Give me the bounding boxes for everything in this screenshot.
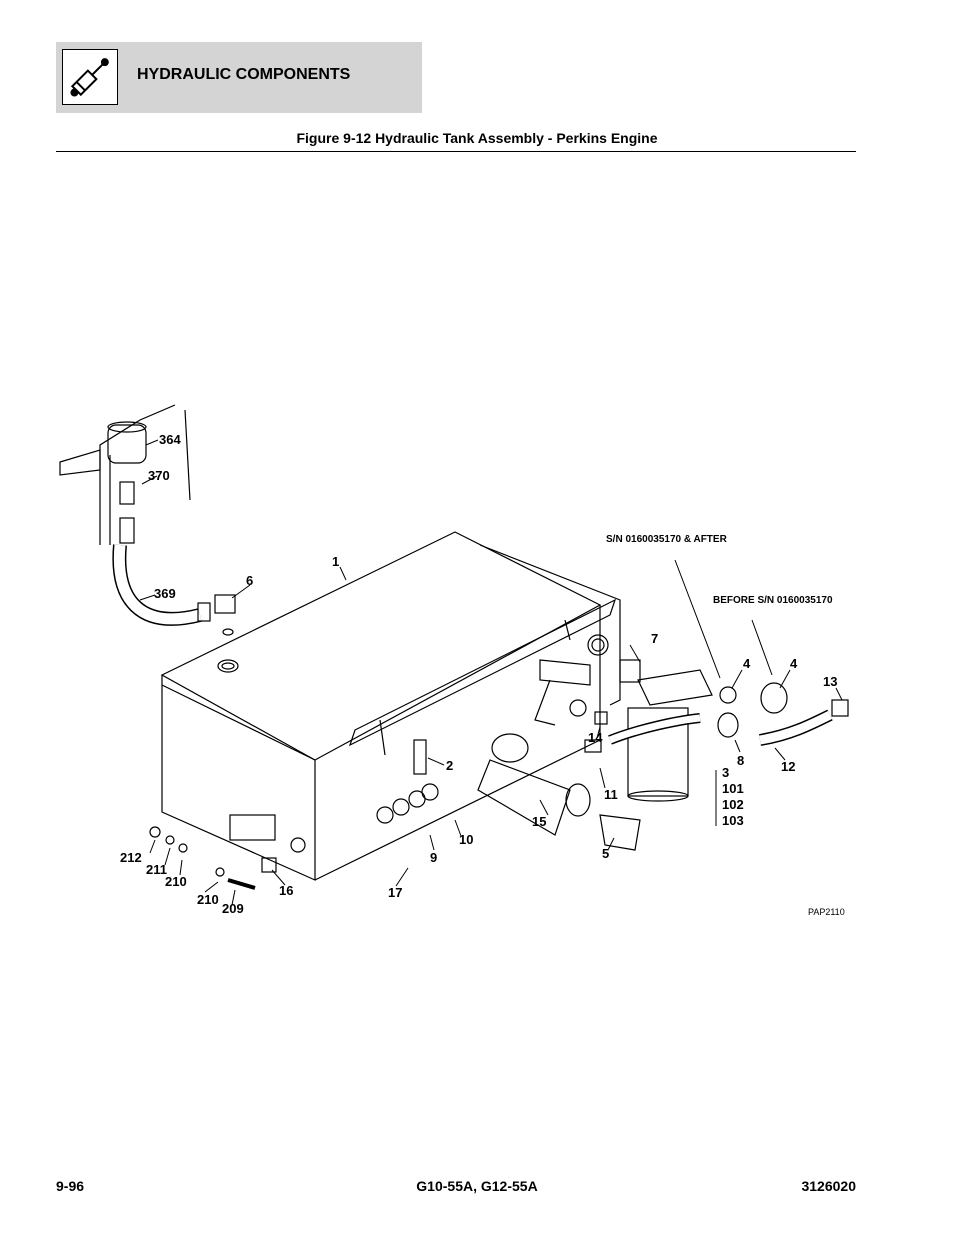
callout-label: 10 — [459, 832, 473, 847]
header-divider — [56, 151, 856, 152]
callout-label: 5 — [602, 846, 609, 861]
callout-labels: 364 370 369 6 1 2 7 4 4 13 14 11 8 12 3 … — [120, 432, 837, 916]
callout-label: 11 — [604, 787, 618, 802]
callout-label: 212 — [120, 850, 142, 865]
breather-cap — [107, 424, 147, 464]
hydraulic-cylinder-icon — [62, 49, 118, 105]
callout-label: 3 — [722, 765, 729, 780]
callout-label: 17 — [388, 885, 402, 900]
callout-label: 9 — [430, 850, 437, 865]
section-title: HYDRAULIC COMPONENTS — [137, 66, 351, 83]
callout-label: 16 — [279, 883, 293, 898]
callout-label: 4 — [743, 656, 751, 671]
serial-note-after: S/N 0160035170 & AFTER — [606, 534, 728, 545]
callout-label: 6 — [246, 573, 253, 588]
callout-label: 14 — [588, 730, 603, 745]
callout-label: 4 — [790, 656, 798, 671]
callout-label: 103 — [722, 813, 744, 828]
callout-label: 1 — [332, 554, 339, 569]
callout-label: 15 — [532, 814, 546, 829]
document-number: 3126020 — [801, 1178, 856, 1194]
callout-label: 210 — [197, 892, 219, 907]
section-header: HYDRAULIC COMPONENTS — [56, 42, 422, 113]
callout-label: 12 — [781, 759, 795, 774]
model-numbers: G10-55A, G12-55A — [416, 1178, 538, 1194]
callout-label: 101 — [722, 781, 744, 796]
drawing-code: PAP2110 — [808, 907, 845, 917]
page-number: 9-96 — [56, 1178, 85, 1194]
callout-label: 8 — [737, 753, 744, 768]
callout-label: 209 — [222, 901, 244, 916]
callout-label: 369 — [154, 586, 176, 601]
callout-label: 364 — [159, 432, 181, 447]
serial-note-before: BEFORE S/N 0160035170 — [713, 595, 833, 606]
callout-label: 370 — [148, 468, 170, 483]
figure-title: Figure 9-12 Hydraulic Tank Assembly - Pe… — [296, 130, 658, 146]
callout-label: 102 — [722, 797, 744, 812]
callout-label: 7 — [651, 631, 658, 646]
callout-label: 211 — [146, 862, 167, 877]
callout-label: 2 — [446, 758, 453, 773]
callout-label: 13 — [823, 674, 837, 689]
callout-label: 210 — [165, 874, 187, 889]
